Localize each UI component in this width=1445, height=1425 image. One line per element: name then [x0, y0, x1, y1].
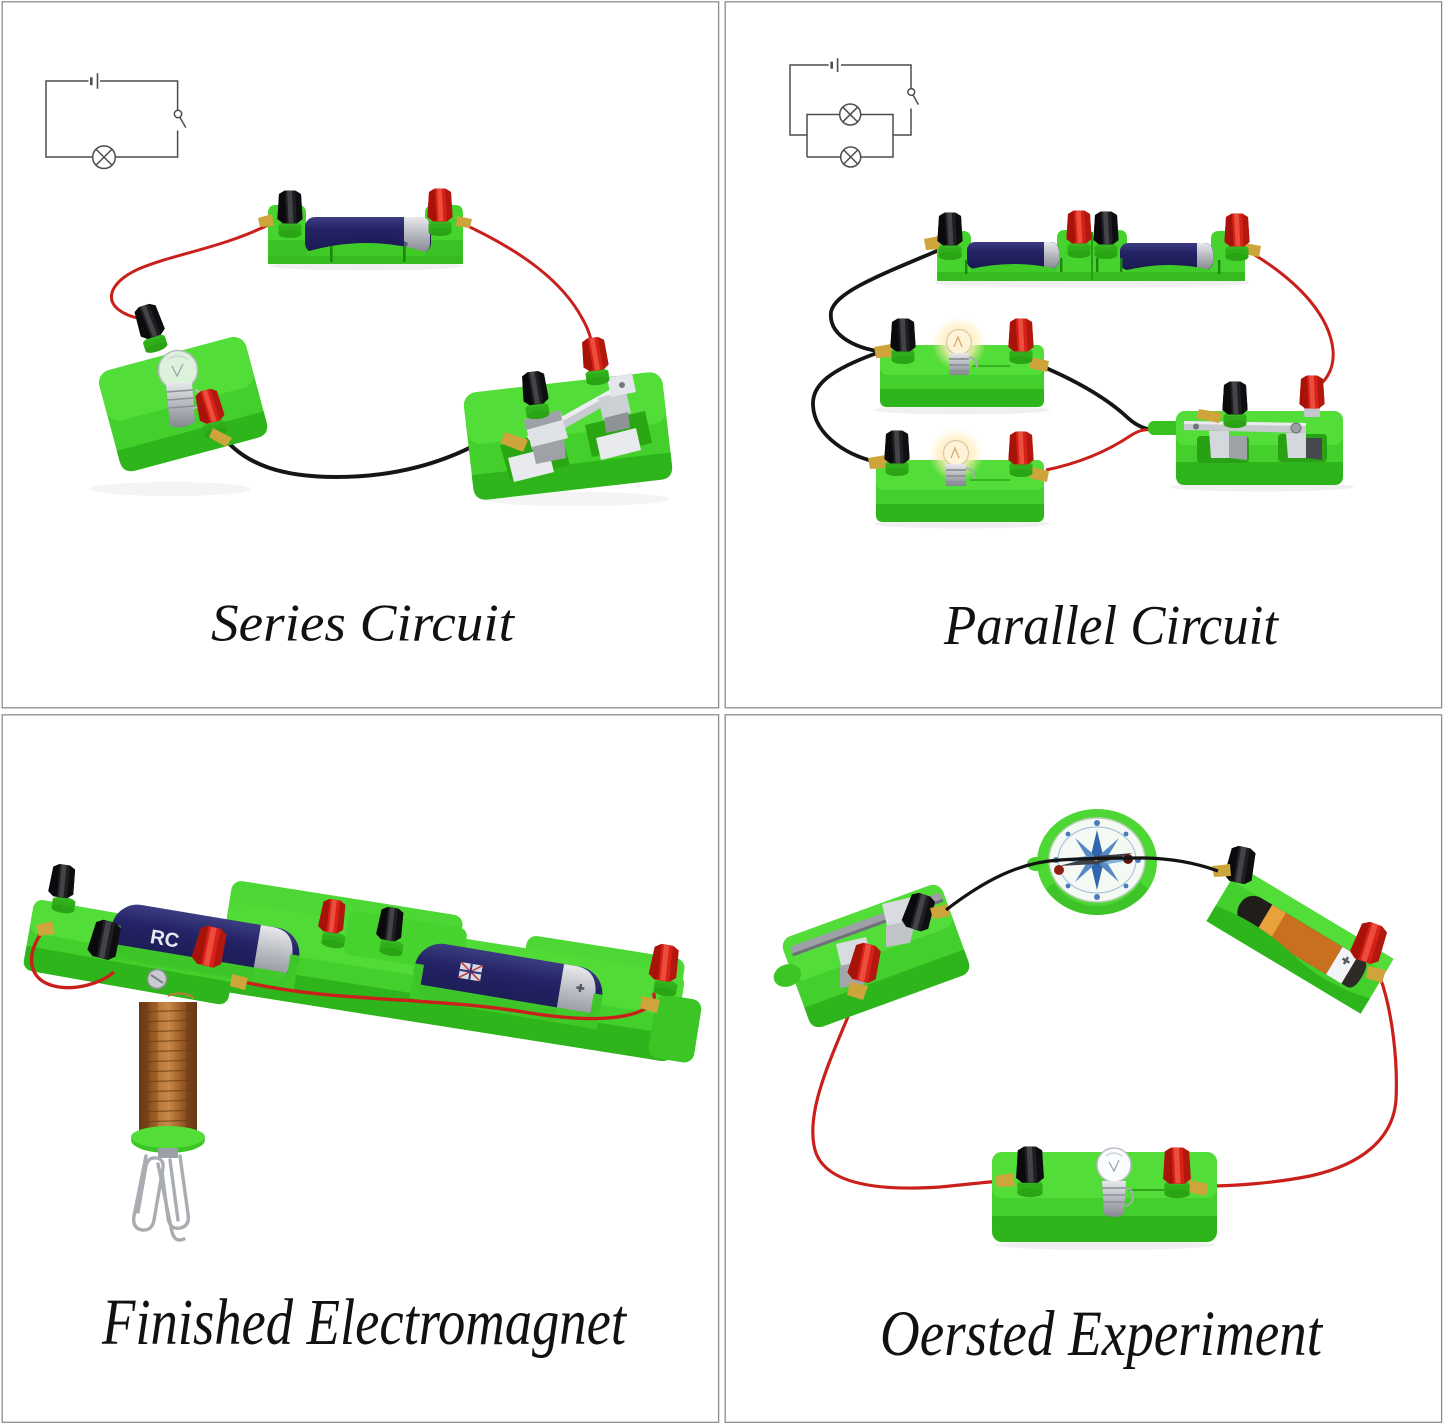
svg-text:Finished Electromagnet: Finished Electromagnet [101, 1286, 627, 1359]
svg-text:Oersted Experiment: Oersted Experiment [880, 1298, 1324, 1369]
svg-text:RC: RC [149, 926, 181, 952]
svg-text:Parallel Circuit: Parallel Circuit [943, 595, 1279, 657]
svg-text:Series Circuit: Series Circuit [211, 595, 515, 653]
